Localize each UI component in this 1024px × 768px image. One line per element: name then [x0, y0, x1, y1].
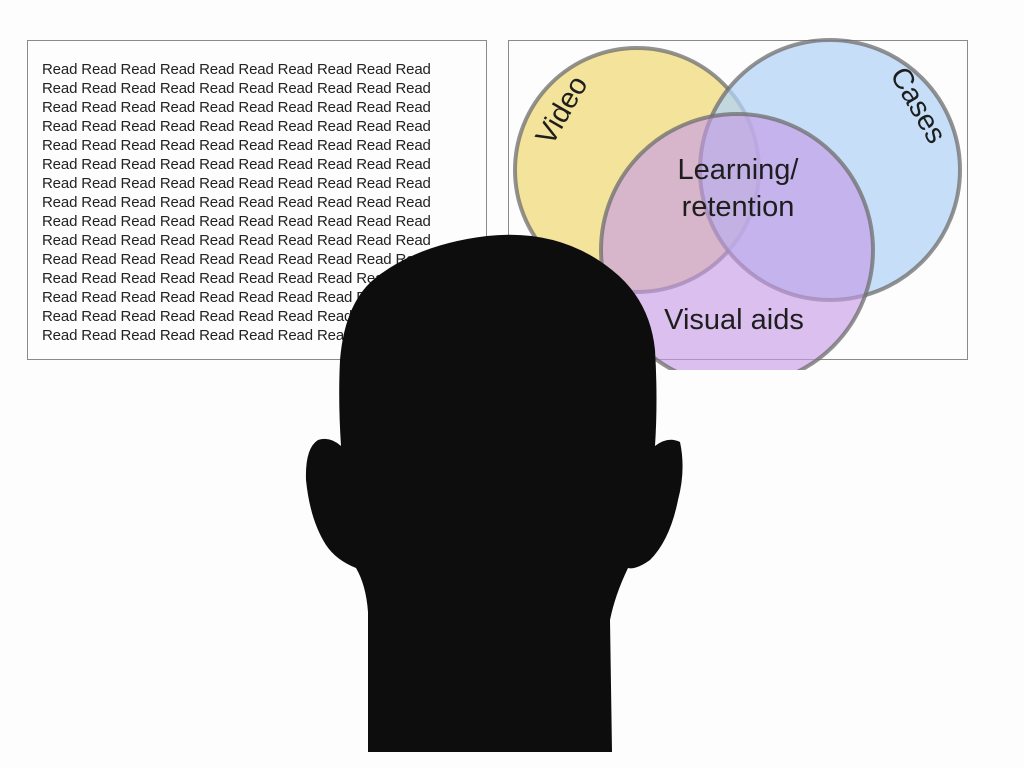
read-text-line: Read Read Read Read Read Read Read Read …	[42, 118, 431, 135]
venn-diagram: Video Cases Learning/ retention Visual a…	[513, 38, 962, 370]
visual-aids-label: Visual aids	[664, 304, 804, 336]
read-text-line: Read Read Read Read Read Read Read Read …	[42, 232, 431, 249]
repeated-read-text: Read Read Read Read Read Read Read Read …	[42, 60, 431, 345]
head-silhouette-shape	[305, 234, 683, 753]
learning-label-line2: retention	[682, 191, 795, 223]
visual-aids-circle	[599, 112, 875, 370]
read-text-line: Read Read Read Read Read Read Read Read …	[42, 213, 431, 230]
read-text-line: Read Read Read Read Read Read Read Read …	[42, 80, 431, 97]
read-text-line: Read Read Read Read Read Read Read Read …	[42, 156, 431, 173]
read-text-line: Read Read Read Read Read Read Read Read …	[42, 289, 431, 306]
read-text-line: Read Read Read Read Read Read Read Read …	[42, 194, 431, 211]
read-text-line: Read Read Read Read Read Read Read Read …	[42, 251, 431, 268]
read-text-line: Read Read Read Read Read Read Read Read …	[42, 99, 431, 116]
read-text-line: Read Read Read Read Read Read Read Read …	[42, 175, 431, 192]
read-text-line: Read Read Read Read Read Read Read Read …	[42, 137, 431, 154]
read-text-line: Read Read Read Read Read Read Read Read …	[42, 270, 431, 287]
learning-label-line1: Learning/	[678, 154, 800, 186]
read-text-line: Read Read Read Read Read Read Read Read …	[42, 327, 431, 344]
read-text-line: Read Read Read Read Read Read Read Read …	[42, 61, 431, 78]
reading-text-panel: Read Read Read Read Read Read Read Read …	[27, 40, 487, 360]
read-text-line: Read Read Read Read Read Read Read Read …	[42, 308, 431, 325]
